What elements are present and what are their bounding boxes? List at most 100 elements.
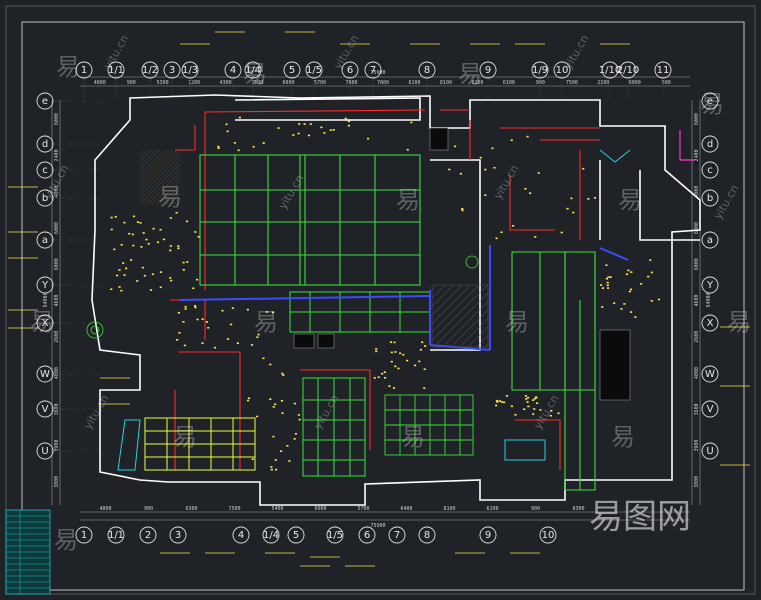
fixture-mark bbox=[152, 227, 155, 230]
right-axis-bubble: U bbox=[701, 442, 719, 460]
fixture-mark bbox=[159, 286, 162, 289]
fixture-mark bbox=[132, 215, 136, 218]
dimension-text: 6000 bbox=[629, 80, 641, 86]
right-axis-bubble-label: b bbox=[707, 193, 713, 204]
fixture-mark bbox=[623, 303, 626, 305]
watermark-logo: 易图网 bbox=[589, 497, 691, 537]
green-right-rooms bbox=[511, 251, 596, 491]
dimension-text: 6100 bbox=[486, 506, 498, 512]
shelving-middle bbox=[302, 377, 366, 477]
dimension-text: 500 bbox=[662, 80, 671, 86]
dimension-text: 8100 bbox=[443, 506, 455, 512]
dimension-text: 2600 bbox=[54, 331, 60, 343]
top-axis-bubble-label: 1/5 bbox=[306, 65, 322, 76]
fixture-mark bbox=[294, 432, 298, 435]
dimension-text: 4000 bbox=[54, 367, 60, 379]
top-axis-bubble: 9 bbox=[479, 61, 497, 79]
fixture-mark bbox=[128, 232, 131, 235]
dimension-text: 6300 bbox=[185, 506, 197, 512]
fixture-mark bbox=[570, 197, 573, 200]
fixture-mark bbox=[402, 353, 405, 356]
watermark-char: 易 bbox=[158, 183, 182, 211]
dimension-text: 6000 bbox=[314, 506, 326, 512]
top-axis-bubble: 1/10 bbox=[599, 61, 621, 79]
fixture-mark bbox=[169, 249, 172, 252]
legend-table bbox=[5, 509, 51, 595]
fixture-mark bbox=[262, 357, 265, 360]
watermark-char: 易 bbox=[243, 60, 267, 88]
left-axis-bubble: W bbox=[36, 365, 54, 383]
fixture-mark bbox=[147, 242, 150, 245]
fixture-mark bbox=[606, 284, 609, 287]
bottom-axis-bubble-label: 1/5 bbox=[327, 530, 343, 541]
fixture-mark bbox=[139, 222, 142, 224]
right-axis-bubble: V bbox=[701, 400, 719, 418]
top-axis-bubble-label: 4 bbox=[230, 65, 236, 76]
fixture-mark bbox=[236, 342, 239, 344]
fixture-mark bbox=[560, 231, 563, 234]
dimension-text: 5400 bbox=[271, 506, 283, 512]
fixture-mark bbox=[182, 261, 185, 264]
fixture-mark bbox=[459, 172, 463, 175]
fixture-mark bbox=[549, 414, 552, 417]
dimension-text: 3800 bbox=[54, 476, 60, 488]
fixture-mark bbox=[625, 273, 629, 276]
fixture-mark bbox=[185, 220, 189, 223]
fixture-mark bbox=[535, 402, 539, 405]
dimension-text: 3900 bbox=[54, 440, 60, 452]
fixture-mark bbox=[115, 274, 119, 277]
fixture-mark bbox=[511, 225, 515, 227]
fixture-mark bbox=[514, 413, 517, 416]
fixture-mark bbox=[279, 450, 283, 452]
top-axis-bubble: 1/2 bbox=[141, 61, 159, 79]
fixture-mark bbox=[500, 231, 503, 234]
dimension-text: 5300 bbox=[157, 80, 169, 86]
fixture-mark bbox=[303, 123, 306, 125]
bottom-axis-bubble: 1 bbox=[75, 526, 93, 544]
left-axis-bubble-label: X bbox=[42, 318, 49, 329]
fixture-mark bbox=[392, 387, 396, 389]
fixture-mark bbox=[525, 398, 528, 400]
fixture-mark bbox=[375, 348, 378, 350]
fixture-mark bbox=[114, 215, 117, 218]
left-axis-bubble-label: Y bbox=[41, 280, 49, 291]
right-axis-bubble: c bbox=[701, 161, 719, 179]
top-axis-bubble-label: 6 bbox=[347, 65, 353, 76]
fixture-mark bbox=[448, 168, 451, 171]
fixture-mark bbox=[192, 287, 195, 290]
left-axis-bubble: d bbox=[36, 135, 54, 153]
watermark-url: yitu.cn bbox=[81, 393, 111, 432]
bottom-axis-bubble-label: 7 bbox=[394, 530, 400, 541]
dimension-text: 4300 bbox=[220, 80, 232, 86]
dimension-text: 5700 bbox=[357, 506, 369, 512]
fixture-mark bbox=[184, 308, 187, 310]
bottom-axis-bubble-label: 4 bbox=[238, 530, 244, 541]
right-axis-bubble-label: a bbox=[707, 235, 713, 246]
fixture-mark bbox=[159, 228, 162, 231]
dimension-text: 6100 bbox=[503, 80, 515, 86]
fixture-mark bbox=[390, 360, 393, 363]
fixture-mark bbox=[293, 438, 296, 440]
watermark-char: 易 bbox=[700, 90, 724, 118]
watermark-char: 易 bbox=[618, 186, 642, 214]
outer-border bbox=[5, 5, 756, 595]
fixture-mark bbox=[120, 289, 123, 292]
fixture-mark bbox=[207, 326, 210, 329]
fixture-mark bbox=[383, 376, 387, 379]
left-axis-bubble-label: a bbox=[42, 235, 48, 246]
fixture-mark bbox=[281, 372, 284, 375]
dimension-text: 7500 bbox=[566, 80, 578, 86]
top-axis-bubble: 1 bbox=[75, 61, 93, 79]
fixture-mark bbox=[605, 277, 609, 280]
watermark-char: 易 bbox=[611, 423, 635, 451]
left-axis-bubble-label: U bbox=[41, 446, 48, 457]
dimension-text: 7500 bbox=[251, 80, 263, 86]
fixture-mark bbox=[510, 139, 513, 142]
dimension-text: 900 bbox=[127, 80, 136, 86]
dimension-text: 2100 bbox=[597, 80, 609, 86]
fixture-mark bbox=[143, 274, 147, 277]
fixture-mark bbox=[393, 341, 396, 344]
fixture-mark bbox=[307, 134, 311, 137]
watermark-char: 易 bbox=[54, 526, 78, 554]
